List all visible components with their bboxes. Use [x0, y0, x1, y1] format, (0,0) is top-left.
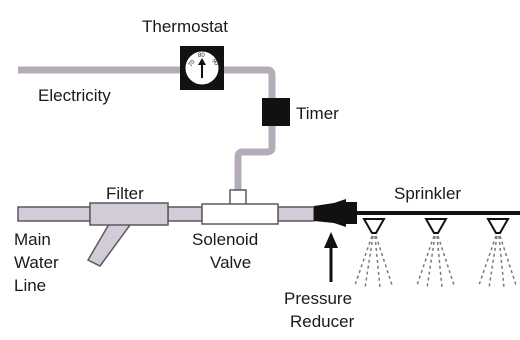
- filter-label: Filter: [106, 184, 144, 203]
- electricity-label: Electricity: [38, 86, 111, 105]
- main-water-line-label-line-3: Line: [14, 276, 46, 295]
- spray-icon: [354, 235, 393, 289]
- timer-label: Timer: [296, 104, 339, 123]
- pressure-arrow-head: [324, 232, 338, 248]
- pressure-reducer-label: Pressure Reducer: [284, 289, 355, 331]
- filter-body: [89, 202, 169, 226]
- pipe-segment-filter-to-valve: [167, 206, 203, 222]
- dial-number-80: 80: [198, 53, 205, 59]
- timer-box: [262, 98, 290, 126]
- dial-number-70: 70: [188, 59, 197, 68]
- solenoid-valve-label-line-2: Valve: [210, 253, 251, 272]
- pressure-reducer-label-line-1: Pressure: [284, 289, 352, 308]
- sprinkler-head-1: [354, 218, 393, 289]
- electrical-wiring: [18, 66, 276, 192]
- solenoid-valve-label-line-1: Solenoid: [192, 230, 258, 249]
- electricity-wire: [18, 66, 276, 98]
- main-water-line-label-line-1: Main: [14, 230, 51, 249]
- main-water-line-pipe: [17, 206, 91, 222]
- pressure-reducer-body: [314, 199, 346, 227]
- timer-to-valve-wire: [234, 126, 276, 192]
- sprinkler-head-3: [478, 218, 517, 289]
- sprinkler-nozzle-icon: [424, 218, 448, 234]
- main-water-line-label-line-2: Water: [14, 253, 59, 272]
- sprinkler-nozzle-icon: [362, 218, 386, 234]
- filter-branch: [86, 218, 132, 267]
- filter: [86, 202, 169, 267]
- dial-number-90: 90: [210, 58, 219, 67]
- main-water-line-label: Main Water Line: [14, 230, 59, 295]
- solenoid-valve: [201, 189, 279, 225]
- spray-icon: [416, 235, 455, 289]
- spray-icon: [478, 235, 517, 289]
- sprinkler-label: Sprinkler: [394, 184, 461, 203]
- pipe-segment-valve-to-reducer: [277, 206, 315, 222]
- sprinkler-head-2: [416, 218, 455, 289]
- water-pipeline: [17, 206, 520, 222]
- solenoid-valve-body: [201, 203, 279, 225]
- thermostat: 70 80 90: [180, 46, 224, 90]
- dial-needle-arrow-icon: [198, 58, 206, 65]
- solenoid-valve-label: Solenoid Valve: [192, 230, 258, 272]
- thermostat-label: Thermostat: [142, 17, 228, 36]
- pressure-arrow-icon: [324, 232, 338, 282]
- pressure-reducer: [314, 199, 357, 227]
- pressure-reducer-cap: [345, 202, 357, 224]
- pressure-reducer-label-line-2: Reducer: [290, 312, 355, 331]
- sprinkler-nozzle-icon: [486, 218, 510, 234]
